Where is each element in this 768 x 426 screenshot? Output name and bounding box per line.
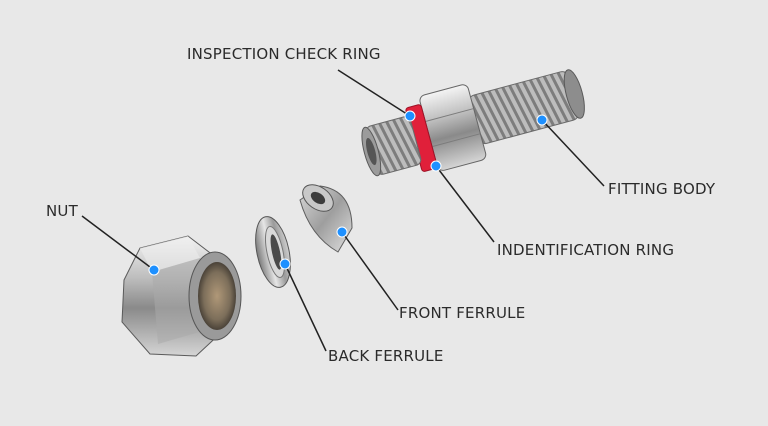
fitting-body	[361, 69, 585, 177]
front-ferrule	[299, 184, 353, 253]
leader-identification	[435, 165, 495, 243]
leader-back-ferrule	[284, 263, 327, 352]
back-ferrule	[255, 216, 291, 288]
label-identification-ring: INDENTIFICATION RING	[497, 241, 675, 259]
leader-nut	[81, 215, 155, 271]
label-inspection-check-ring: INSPECTION CHECK RING	[187, 45, 381, 63]
marker-nut	[148, 264, 160, 276]
marker-fitting-body	[536, 114, 548, 126]
label-nut: NUT	[46, 202, 78, 220]
label-back-ferrule: BACK FERRULE	[328, 347, 444, 365]
marker-inspection	[404, 110, 416, 122]
label-front-ferrule: FRONT FERRULE	[399, 304, 526, 322]
marker-back-ferrule	[279, 258, 291, 270]
marker-identification	[430, 160, 442, 172]
leader-lines	[81, 69, 605, 352]
leader-inspection	[337, 69, 411, 117]
label-fitting-body: FITTING BODY	[608, 180, 716, 198]
marker-front-ferrule	[336, 226, 348, 238]
nut	[121, 235, 242, 357]
leader-fitting-body	[541, 119, 605, 187]
leader-front-ferrule	[341, 231, 399, 311]
